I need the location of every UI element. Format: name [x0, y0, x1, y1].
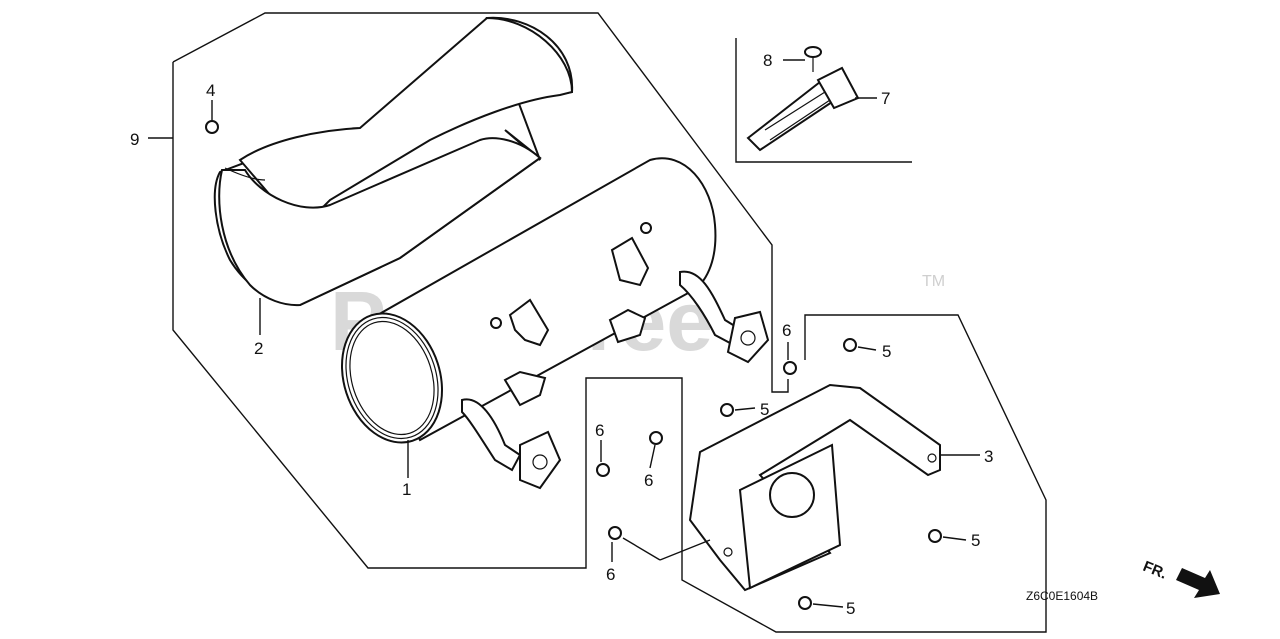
callout-5-middle[interactable]: 5	[760, 400, 769, 419]
callout-9[interactable]: 9	[130, 130, 139, 149]
bolt-5b[interactable]	[720, 403, 734, 417]
front-direction-marker: FR.	[1141, 558, 1220, 598]
callout-5-bottom[interactable]: 5	[846, 599, 855, 618]
front-label: FR.	[1141, 558, 1170, 583]
bolt-5c[interactable]	[928, 529, 942, 543]
callout-6-left[interactable]: 6	[595, 421, 604, 440]
arrester-screw[interactable]	[804, 46, 822, 72]
bolt-6b[interactable]	[596, 463, 610, 477]
callout-8[interactable]: 8	[763, 51, 772, 70]
leader-lines	[148, 59, 980, 608]
callout-2[interactable]: 2	[254, 339, 263, 358]
diagram-code: Z6C0E1604B	[1026, 589, 1098, 603]
callout-1[interactable]: 1	[402, 480, 411, 499]
callout-6-center[interactable]: 6	[644, 471, 653, 490]
callout-6-top[interactable]: 6	[782, 321, 791, 340]
trademark-mark: TM	[922, 273, 945, 290]
inset-box	[735, 38, 912, 163]
bolt-6c[interactable]	[649, 431, 663, 445]
bolt-5a[interactable]	[843, 338, 857, 352]
heat-shield[interactable]	[213, 16, 574, 307]
callout-5-right[interactable]: 5	[971, 531, 980, 550]
spark-arrester[interactable]	[746, 66, 860, 152]
muffler-protector-bracket[interactable]	[688, 383, 941, 592]
muffler[interactable]	[326, 157, 770, 490]
callout-3[interactable]: 3	[984, 447, 993, 466]
bolt-4[interactable]	[205, 120, 219, 134]
front-arrow-icon	[1176, 568, 1220, 598]
callout-6-bottom[interactable]: 6	[606, 565, 615, 584]
assembly-9-outline-lower	[172, 62, 1047, 633]
callout-7[interactable]: 7	[881, 89, 890, 108]
bolt-6d[interactable]	[608, 526, 622, 540]
bolt-6a[interactable]	[783, 361, 797, 375]
bolt-5d[interactable]	[798, 596, 812, 610]
assembly-9-outline	[172, 12, 789, 393]
callout-4[interactable]: 4	[206, 81, 215, 100]
callout-5-top-right[interactable]: 5	[882, 342, 891, 361]
